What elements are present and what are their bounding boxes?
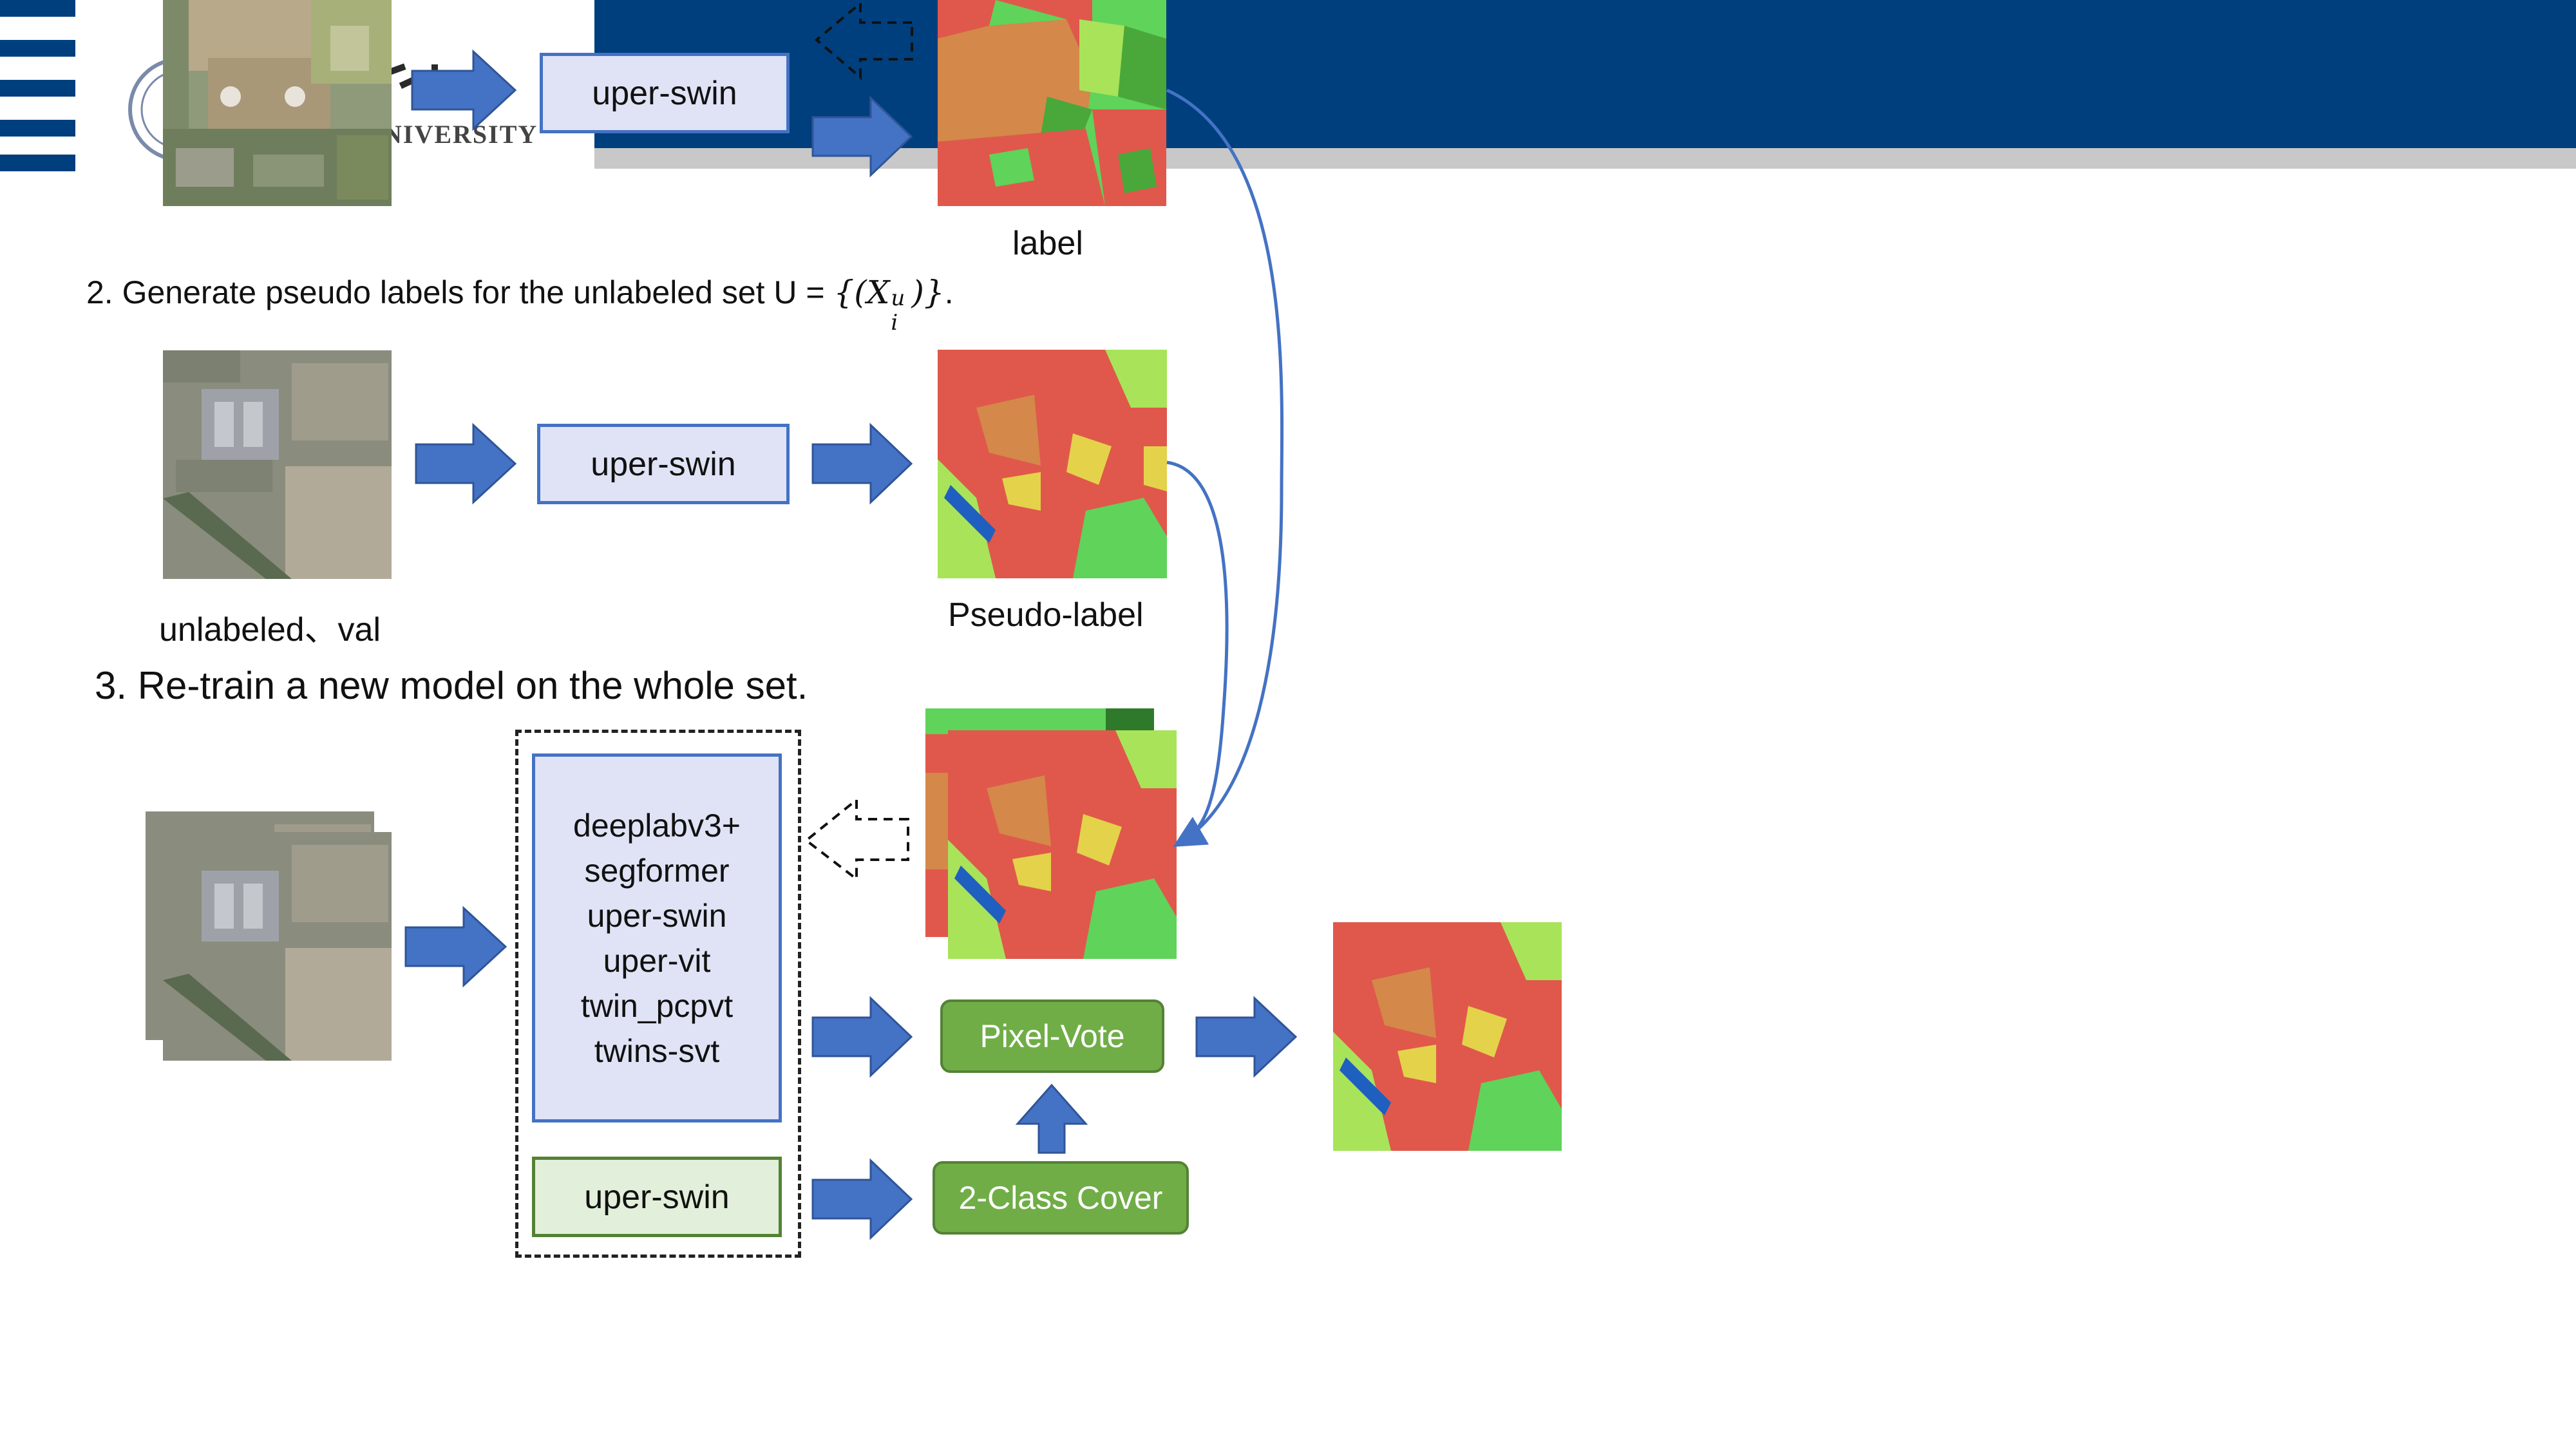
pixel-vote-label: Pixel-Vote <box>980 1018 1125 1054</box>
step3-title: 3. Re-train a new model on the whole set… <box>95 664 808 707</box>
model-uper-swin-step1: uper-swin <box>540 53 790 133</box>
model-name: deeplabv3+ <box>573 807 741 844</box>
header-gray-strip <box>594 148 2576 169</box>
arrow-right-icon <box>1195 996 1298 1078</box>
labeled-satellite-image <box>163 0 392 206</box>
header-stripe <box>0 40 75 57</box>
whole-set-image-front <box>163 832 392 1061</box>
model-uper-swin-step2: uper-swin <box>537 424 790 504</box>
cover-model-box: uper-swin <box>532 1157 782 1237</box>
arrow-right-icon <box>411 49 517 131</box>
curve-connector-label <box>1166 88 1284 848</box>
ensemble-model-list: deeplabv3+ segformer uper-swin uper-vit … <box>532 753 782 1122</box>
model-name: segformer <box>584 852 730 889</box>
pseudo-label-map <box>938 350 1167 578</box>
model-ensemble-group <box>515 730 801 1258</box>
header-stripe <box>0 0 75 17</box>
arrow-right-icon <box>811 1158 913 1240</box>
model-name: uper-vit <box>603 942 711 979</box>
model-label: uper-swin <box>591 445 736 483</box>
two-class-cover-box: 2-Class Cover <box>933 1161 1189 1235</box>
arrow-right-icon <box>811 996 913 1078</box>
arrow-up-icon <box>1015 1083 1088 1154</box>
final-result-map <box>1333 922 1562 1151</box>
arrow-right-icon <box>811 95 913 178</box>
pixel-vote-box: Pixel-Vote <box>940 999 1164 1073</box>
header-bar <box>594 0 2576 148</box>
unlabeled-satellite-image <box>163 350 392 579</box>
arrow-right-icon <box>811 422 913 505</box>
dashed-arrow-left-icon <box>814 0 913 80</box>
header-stripe <box>0 155 75 171</box>
dashed-arrow-left-icon <box>804 797 909 882</box>
model-label: uper-swin <box>584 1178 730 1216</box>
model-name: twin_pcpvt <box>580 987 734 1024</box>
label-segmentation-map <box>938 0 1166 206</box>
arrow-right-icon <box>404 905 507 988</box>
pseudo-label-caption: Pseudo-label <box>948 596 1144 634</box>
stacked-label-front <box>948 730 1177 959</box>
header-stripe <box>0 80 75 97</box>
label-caption: label <box>1012 225 1083 262</box>
step2-title: 2. Generate pseudo labels for the unlabe… <box>86 274 954 336</box>
model-name: uper-swin <box>587 897 727 934</box>
logo-text: NIVERSITY <box>383 120 538 149</box>
unlabeled-caption: unlabeled、val <box>159 611 381 649</box>
arrow-right-icon <box>415 422 517 505</box>
curve-connector-pseudo <box>1166 460 1229 846</box>
two-class-cover-label: 2-Class Cover <box>958 1180 1163 1216</box>
model-name: twins-svt <box>594 1032 720 1069</box>
header-stripe <box>0 120 75 137</box>
model-label: uper-swin <box>592 74 737 112</box>
